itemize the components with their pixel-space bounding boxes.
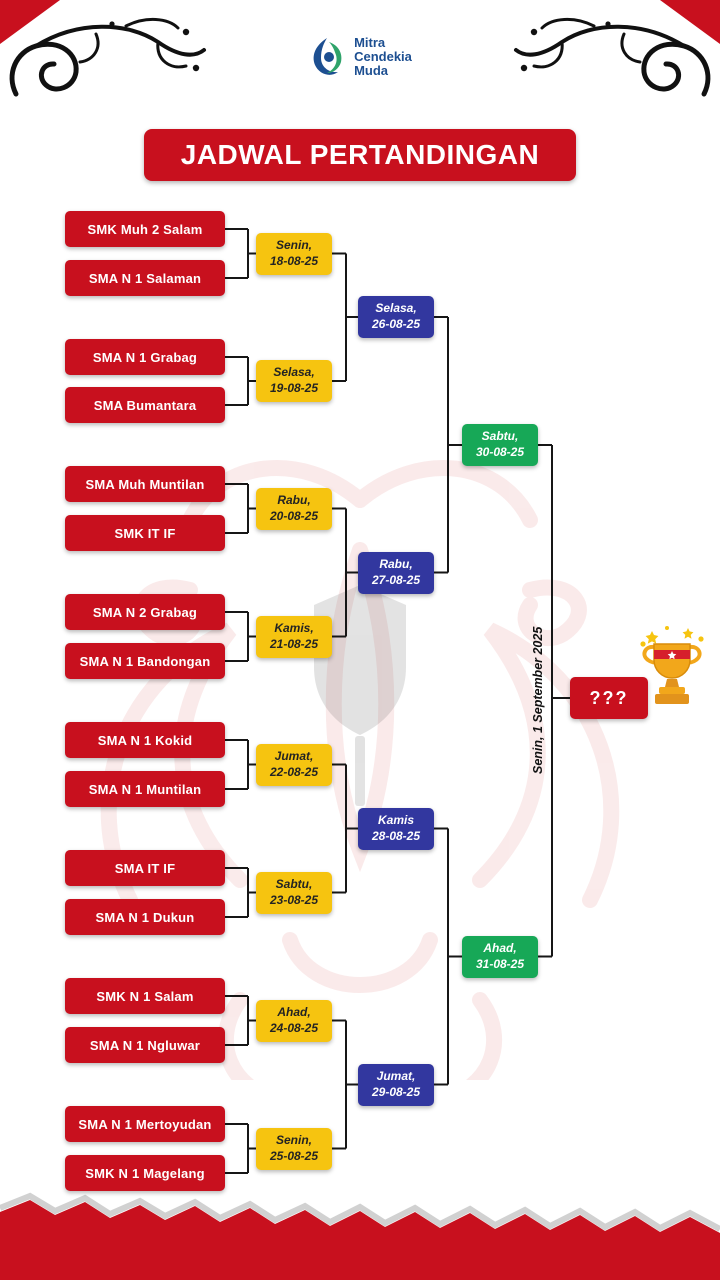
date-value: 22-08-25	[269, 765, 319, 779]
team-box: SMA N 1 Ngluwar	[65, 1027, 225, 1063]
date-day: Selasa,	[375, 301, 417, 316]
date-day: Jumat,	[376, 1069, 416, 1084]
match-date-box: Sabtu, 23-08-25	[256, 872, 332, 914]
round2-date-box: Jumat, 29-08-25	[358, 1064, 434, 1106]
team-box: SMA Muh Muntilan	[65, 466, 225, 502]
team-box: SMA N 1 Grabag	[65, 339, 225, 375]
date-value: 27-08-25	[371, 573, 421, 587]
date-day: Jumat,	[274, 749, 314, 764]
date-day: Sabtu,	[275, 877, 313, 892]
final-date-text: Senin, 1 September 2025	[531, 626, 545, 774]
date-value: 30-08-25	[475, 445, 525, 459]
match-date-box: Jumat, 22-08-25	[256, 744, 332, 786]
logo-line1: Mitra	[354, 35, 386, 50]
semifinal-date-box: Sabtu, 30-08-25	[462, 424, 538, 466]
corner-triangle-left	[0, 0, 60, 44]
team-box: SMK N 1 Magelang	[65, 1155, 225, 1191]
flourish-left-icon	[9, 18, 206, 97]
date-value: 28-08-25	[371, 829, 421, 843]
team-box: SMA N 1 Bandongan	[65, 643, 225, 679]
corner-triangle-right	[660, 0, 720, 44]
date-value: 21-08-25	[269, 637, 319, 651]
emblem-watermark	[314, 585, 406, 806]
date-value: 18-08-25	[269, 254, 319, 268]
trophy-icon	[640, 626, 704, 704]
round2-date-box: Selasa, 26-08-25	[358, 296, 434, 338]
team-box: SMA N 1 Mertoyudan	[65, 1106, 225, 1142]
watermark-ornament	[100, 459, 620, 1080]
team-box: SMK Muh 2 Salam	[65, 211, 225, 247]
date-day: Kamis	[377, 813, 415, 828]
team-box: SMK N 1 Salam	[65, 978, 225, 1014]
date-value: 24-08-25	[269, 1021, 319, 1035]
team-box: SMA N 1 Muntilan	[65, 771, 225, 807]
torn-edge	[0, 1192, 720, 1280]
date-value: 29-08-25	[371, 1085, 421, 1099]
date-value: 26-08-25	[371, 317, 421, 331]
round2-date-box: Rabu, 27-08-25	[358, 552, 434, 594]
date-value: 20-08-25	[269, 509, 319, 523]
logo-line2: Cendekia	[354, 49, 412, 65]
team-box: SMA N 1 Salaman	[65, 260, 225, 296]
match-date-box: Senin, 25-08-25	[256, 1128, 332, 1170]
date-day: Kamis,	[274, 621, 314, 636]
date-value: 19-08-25	[269, 381, 319, 395]
final-box: ???	[570, 677, 648, 719]
match-date-box: Rabu, 20-08-25	[256, 488, 332, 530]
date-value: 25-08-25	[269, 1149, 319, 1163]
semifinal-date-box: Ahad, 31-08-25	[462, 936, 538, 978]
team-box: SMA N 2 Grabag	[65, 594, 225, 630]
date-value: 23-08-25	[269, 893, 319, 907]
date-day: Selasa,	[273, 365, 315, 380]
date-day: Senin,	[275, 1133, 312, 1148]
team-box: SMA N 1 Dukun	[65, 899, 225, 935]
date-day: Sabtu,	[481, 429, 519, 444]
date-day: Rabu,	[379, 557, 413, 572]
page-title: JADWAL PERTANDINGAN	[180, 139, 540, 170]
team-box: SMA N 1 Kokid	[65, 722, 225, 758]
team-box: SMA IT IF	[65, 850, 225, 886]
title-banner: JADWAL PERTANDINGAN	[144, 129, 576, 181]
date-day: Senin,	[275, 238, 312, 253]
round2-date-box: Kamis 28-08-25	[358, 808, 434, 850]
match-date-box: Ahad, 24-08-25	[256, 1000, 332, 1042]
logo: Mitra Cendekia Muda	[0, 35, 720, 79]
final-date-note: Senin, 1 September 2025	[527, 572, 549, 828]
match-date-box: Senin, 18-08-25	[256, 233, 332, 275]
logo-line3: Muda	[354, 63, 389, 79]
date-value: 31-08-25	[475, 957, 525, 971]
logo-icon	[313, 38, 342, 75]
date-day: Ahad,	[277, 1005, 311, 1020]
final-label: ???	[589, 687, 629, 708]
match-date-box: Kamis, 21-08-25	[256, 616, 332, 658]
logo-text: Mitra Cendekia Muda	[354, 35, 412, 79]
team-box: SMK IT IF	[65, 515, 225, 551]
match-date-box: Selasa, 19-08-25	[256, 360, 332, 402]
flourish-right-icon	[514, 18, 711, 97]
team-box: SMA Bumantara	[65, 387, 225, 423]
date-day: Rabu,	[277, 493, 311, 508]
date-day: Ahad,	[483, 941, 517, 956]
